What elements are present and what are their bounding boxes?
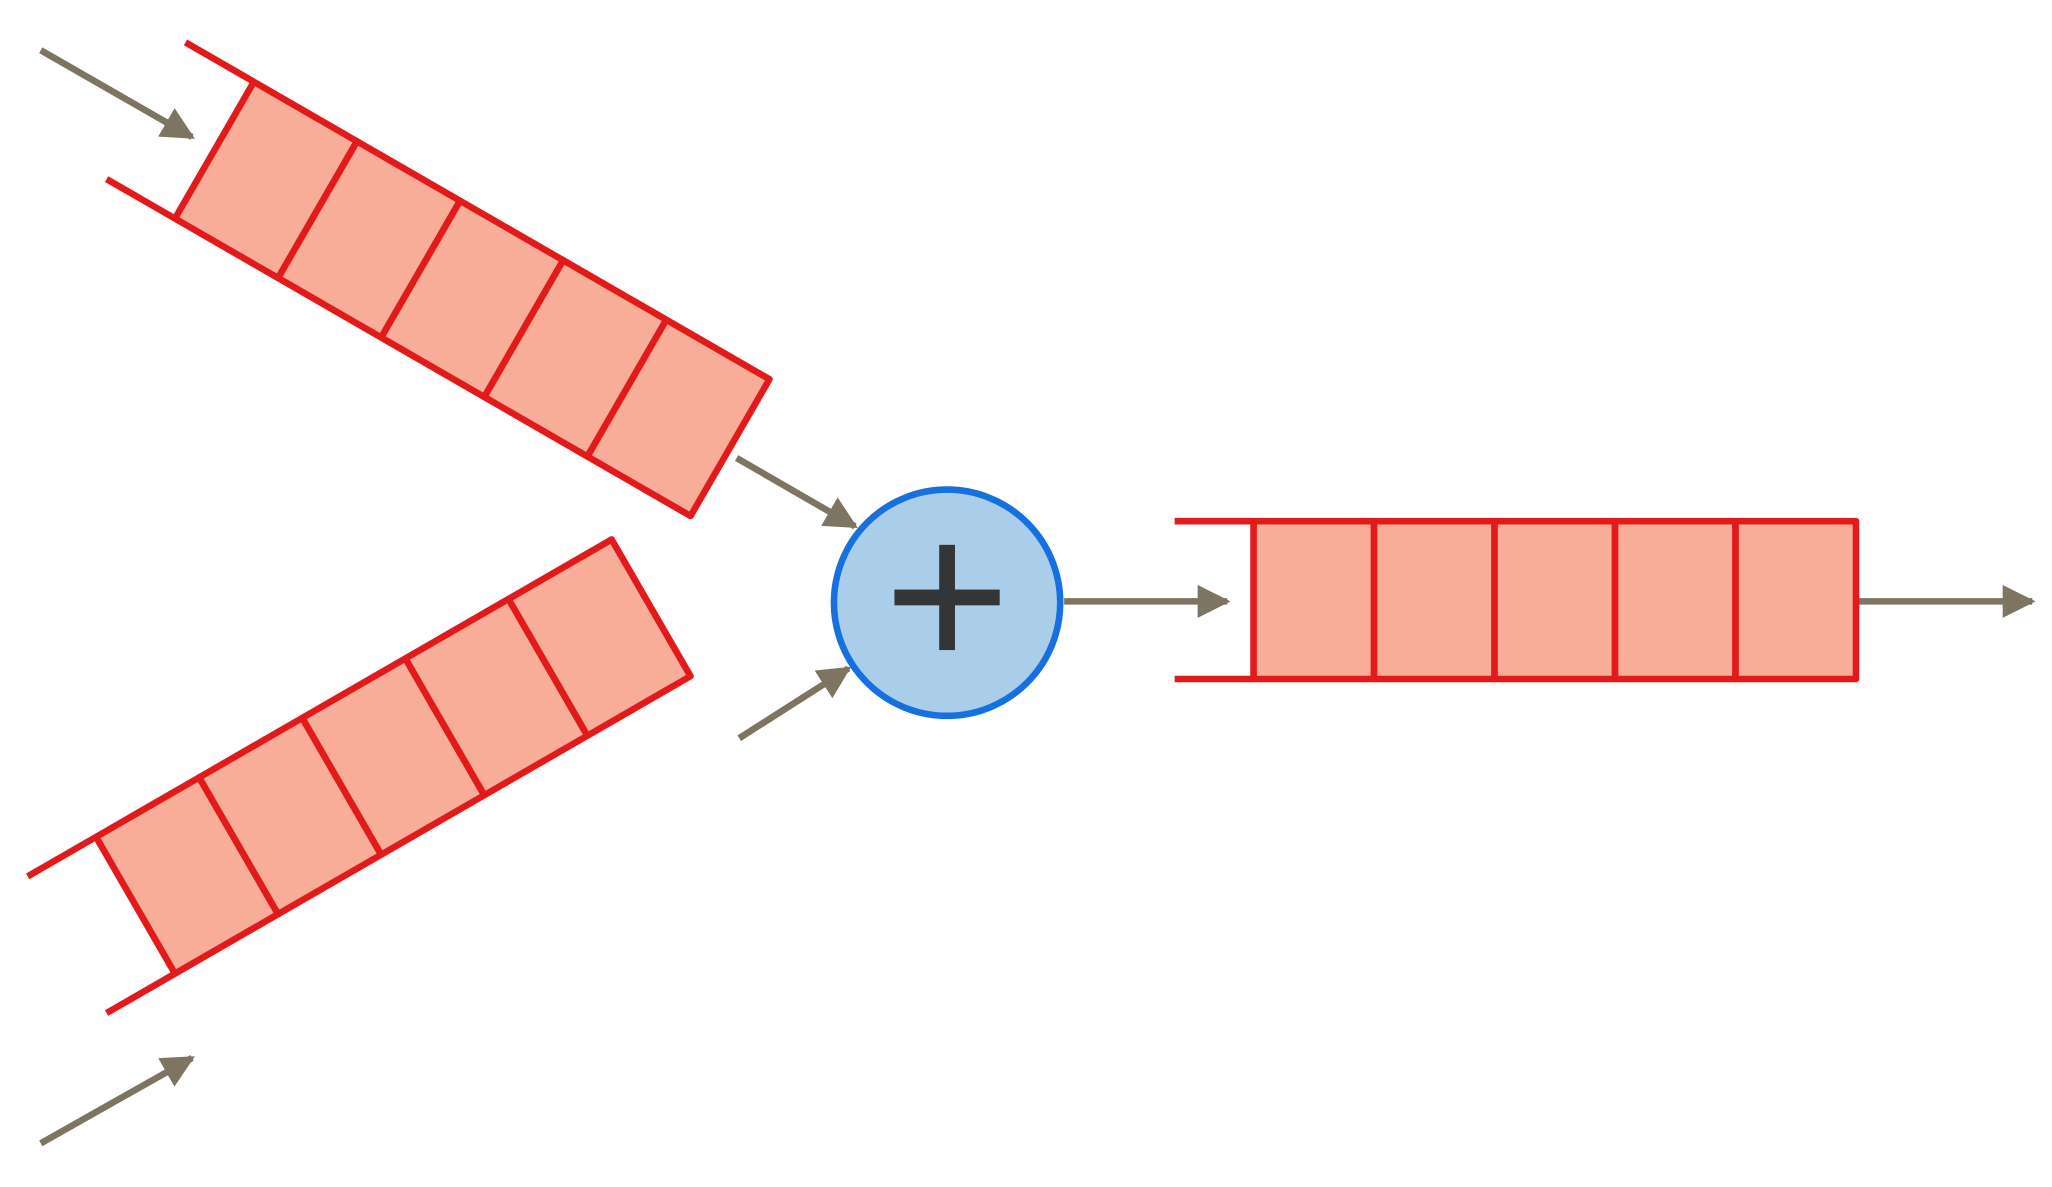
queue-output [1174, 517, 1860, 683]
output-queue-cell [1370, 517, 1498, 683]
flow-arrows [39, 47, 2036, 1147]
bottom-queue-rail [26, 834, 98, 880]
input-arrow-top [39, 47, 195, 140]
arrow-to-operator-top [734, 455, 858, 530]
arrow-to-operator-bottom [737, 665, 852, 741]
output-queue-cell [1250, 517, 1378, 683]
output-queue-cell [1611, 517, 1739, 683]
input-arrow-bottom [39, 1054, 195, 1147]
queue-input-top [104, 39, 773, 520]
merge-operator [830, 486, 1064, 720]
bottom-queue-cell [505, 536, 694, 739]
queue-input-bottom [26, 536, 694, 1016]
plus-icon [894, 544, 1000, 651]
output-queue-cell [1491, 517, 1619, 683]
bottom-queue-rail [104, 970, 177, 1016]
top-queue-rail [104, 176, 177, 222]
top-queue-rail [183, 39, 256, 85]
output-queue-cell [1732, 517, 1860, 683]
top-queue-cell [584, 316, 773, 520]
